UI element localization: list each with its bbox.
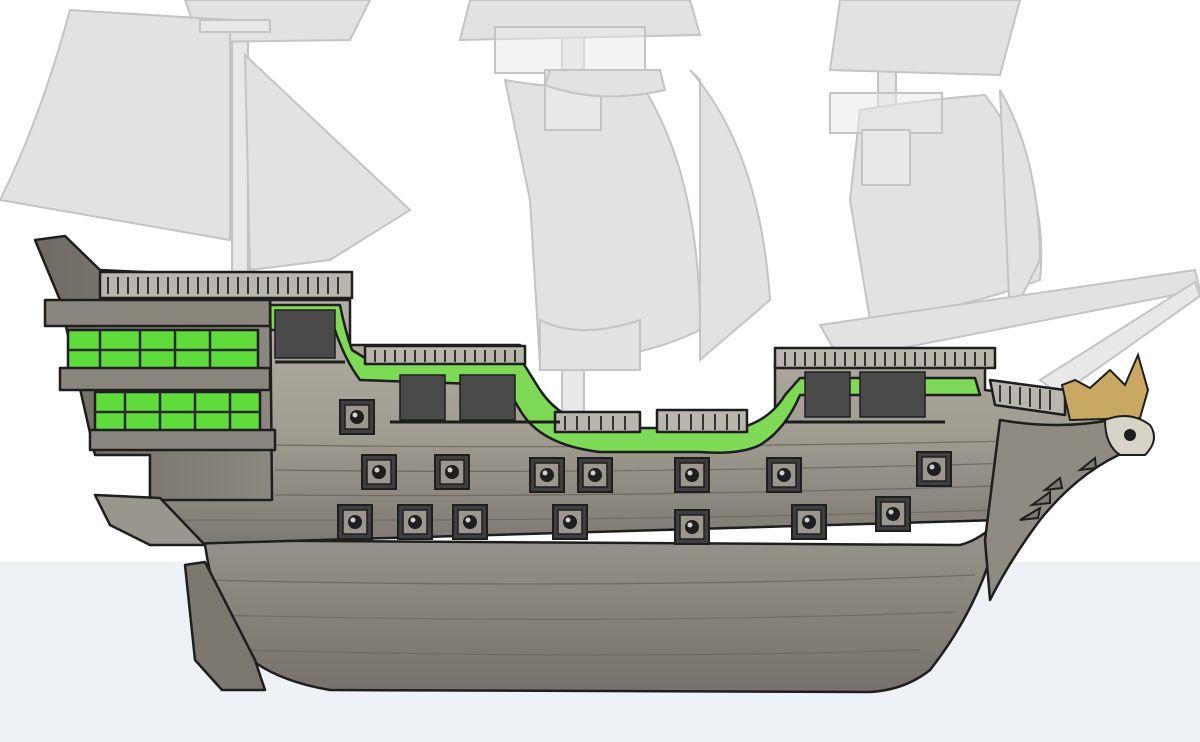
- gun-port-upper: [529, 457, 565, 493]
- bow-railing: [988, 378, 1067, 417]
- planking: [159, 439, 1061, 656]
- gun-port-lower: [397, 504, 433, 540]
- gun-port-upper: [577, 457, 613, 493]
- waist-railing-2: [553, 410, 642, 434]
- main-mast: [458, 0, 772, 431]
- fore-mast: [818, 0, 1200, 362]
- gun-port-upper: [339, 399, 375, 435]
- gun-port-lower: [552, 504, 588, 540]
- upper-gun-ports: [339, 399, 952, 493]
- rear-mast: [0, 0, 412, 301]
- gun-port-upper: [434, 454, 470, 490]
- poop-railing: [98, 270, 354, 300]
- rigging: [0, 0, 1200, 431]
- gun-port-upper: [674, 457, 710, 493]
- balusters: [107, 277, 1051, 430]
- gun-port-upper: [766, 457, 802, 493]
- gun-port-lower: [875, 496, 911, 532]
- stern-upper-deck: [43, 298, 272, 328]
- gun-port-lower: [452, 504, 488, 540]
- stern-gallery-1: [58, 366, 272, 392]
- rudder: [183, 560, 267, 692]
- skull-panels: [274, 309, 926, 421]
- lower-gun-ports: [337, 496, 911, 545]
- stern-gallery-2: [88, 428, 277, 452]
- bow-ribs: [1019, 456, 1098, 521]
- deck-rails: [275, 360, 945, 424]
- gun-port-lower: [791, 504, 827, 540]
- gun-port-lower: [674, 509, 710, 545]
- stern-lower-gallery: [93, 493, 207, 547]
- figurehead: [1060, 352, 1155, 456]
- gun-port-upper: [361, 454, 397, 490]
- lower-hull: [148, 518, 1002, 694]
- stern-window-mullions: [68, 330, 260, 432]
- gun-port-lower: [337, 504, 373, 540]
- gun-port-upper: [916, 451, 952, 487]
